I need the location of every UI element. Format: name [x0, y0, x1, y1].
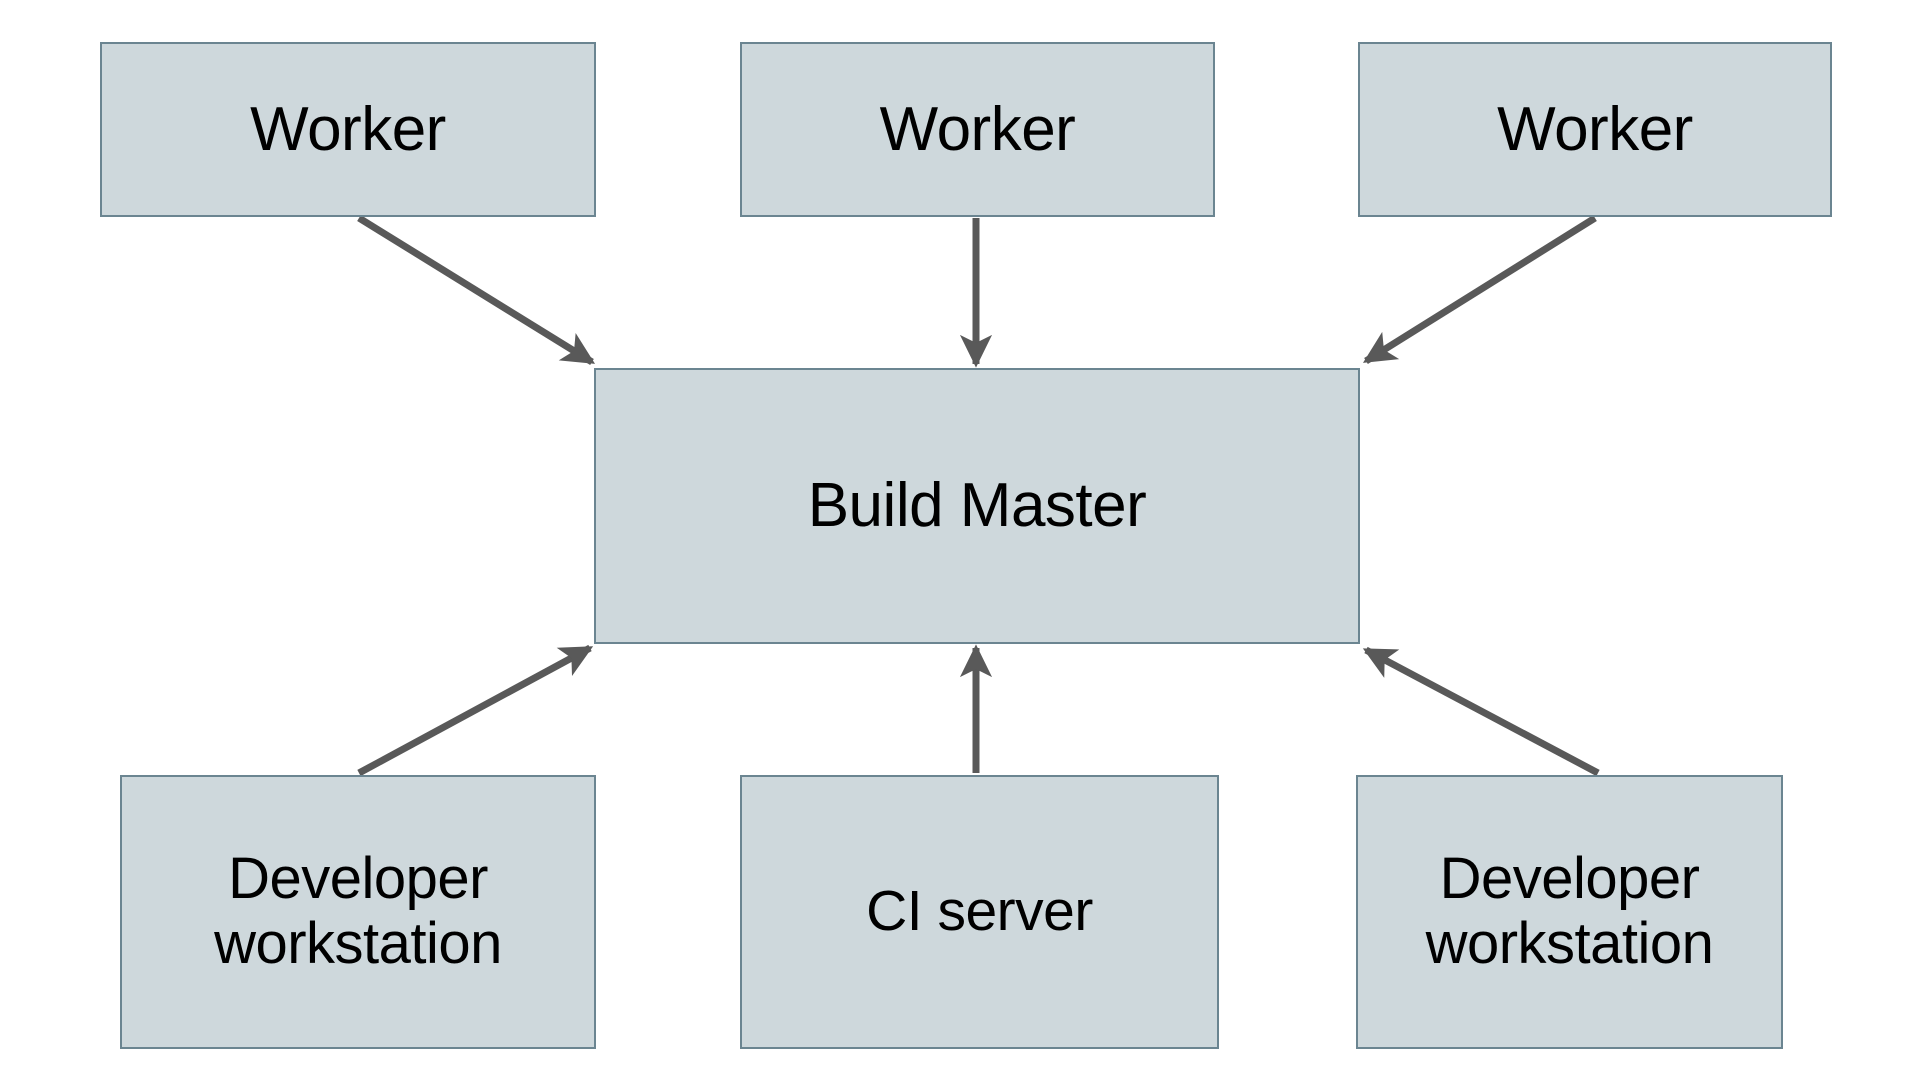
edge-worker-1-to-build-master — [357, 215, 596, 365]
edge-dev-right-to-build-master — [1362, 646, 1600, 777]
node-label: Worker — [1497, 94, 1693, 164]
node-label: Worker — [250, 94, 446, 164]
node-worker-1[interactable]: Worker — [100, 42, 596, 217]
node-label: Worker — [879, 94, 1076, 164]
node-label: CI server — [866, 879, 1093, 944]
node-developer-workstation-right[interactable]: Developer workstation — [1356, 775, 1783, 1049]
node-label: Developer workstation — [214, 846, 502, 976]
node-label: Developer workstation — [1425, 846, 1714, 976]
edge-worker-3-to-build-master — [1362, 215, 1597, 364]
node-worker-3[interactable]: Worker — [1358, 42, 1832, 217]
node-ci-server[interactable]: CI server — [740, 775, 1219, 1049]
node-build-master[interactable]: Build Master — [594, 368, 1360, 644]
node-label: Build Master — [807, 471, 1147, 541]
node-developer-workstation-left[interactable]: Developer workstation — [120, 775, 596, 1049]
edge-dev-left-to-build-master — [357, 644, 594, 777]
node-worker-2[interactable]: Worker — [740, 42, 1215, 217]
